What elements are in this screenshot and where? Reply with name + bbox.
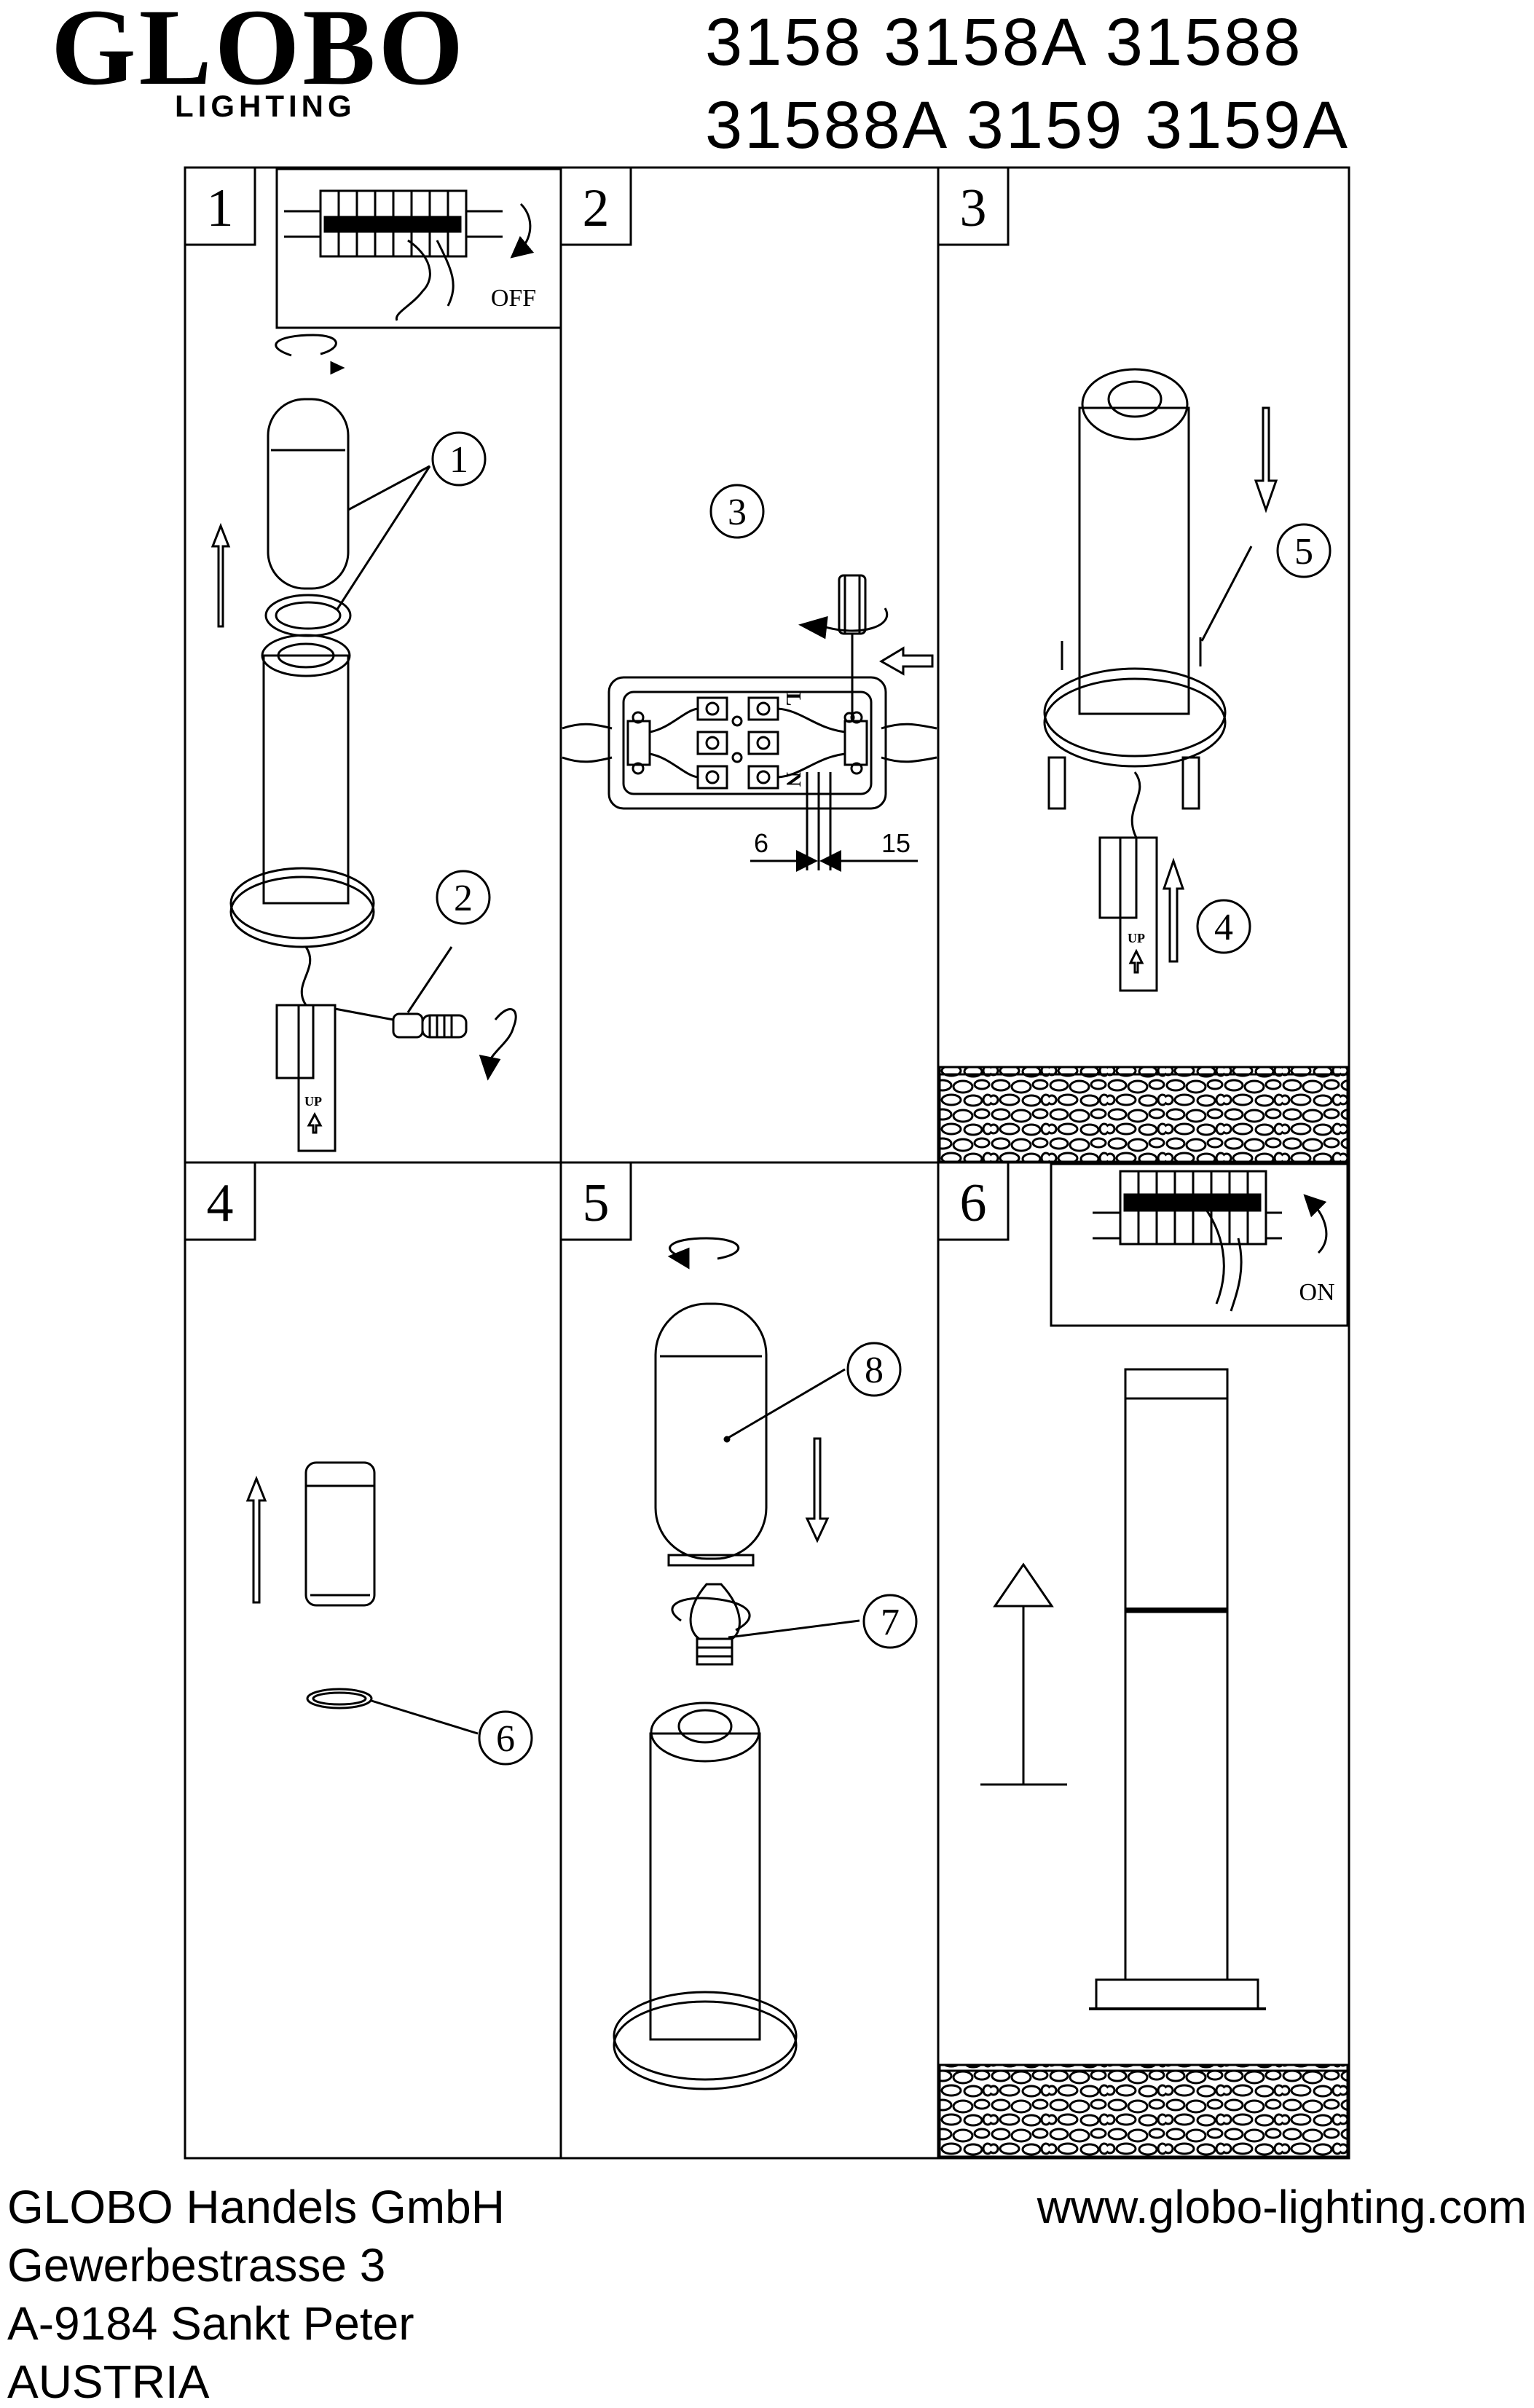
circuit-breaker-icon xyxy=(1093,1170,1282,1246)
lamp-post xyxy=(649,1732,761,2041)
panel-2 xyxy=(562,574,937,872)
post-base xyxy=(613,1991,798,2081)
footer-company: GLOBO Handels GmbH xyxy=(7,2181,505,2233)
post-base xyxy=(229,867,375,940)
panel-3: UP xyxy=(938,368,1349,1163)
terminal-label-l: L xyxy=(782,693,804,707)
footer-city: A-9184 Sankt Peter xyxy=(7,2297,414,2350)
rotate-arrow-icon xyxy=(798,615,828,640)
panel-1: OFF UP xyxy=(211,168,562,1152)
post-base xyxy=(1095,1978,1259,2010)
callout-5: 5 xyxy=(1294,531,1313,573)
callout-4-circle xyxy=(1196,899,1251,954)
terminal-block-icon xyxy=(696,696,779,790)
dimension-15: 15 xyxy=(881,828,910,858)
step-4-number: 4 xyxy=(207,1173,234,1233)
breaker-inset-on xyxy=(1050,1162,1349,1327)
cable xyxy=(300,946,312,1006)
terminal-label-n: N xyxy=(782,772,804,787)
callout-6-circle xyxy=(478,1710,533,1766)
footer-website-link[interactable]: www.globo-lighting.com xyxy=(1037,2181,1527,2233)
callout-7-circle xyxy=(862,1594,918,1649)
rotate-arrow-icon xyxy=(275,334,337,357)
step-1-number: 1 xyxy=(207,178,234,238)
lamp-shade xyxy=(1124,1397,1229,1611)
lamp-top-cap xyxy=(1124,1368,1229,1400)
callout-8-circle xyxy=(846,1342,902,1397)
callout-2: 2 xyxy=(454,878,473,919)
glass-shade xyxy=(304,1461,376,1607)
hand-icon xyxy=(1199,1201,1243,1312)
up-arrow-icon xyxy=(245,1475,267,1604)
callout-5-circle xyxy=(1276,523,1332,578)
screwdriver-icon xyxy=(334,1007,468,1039)
callout-3-circle xyxy=(709,484,765,539)
seal-ring xyxy=(306,1688,373,1709)
callout-6: 6 xyxy=(496,1718,515,1760)
brand-logo: GLOBO xyxy=(51,0,467,108)
up-tag: UP xyxy=(1128,931,1145,945)
cable-left xyxy=(562,723,613,763)
callout-4: 4 xyxy=(1214,907,1233,948)
ground-stones xyxy=(938,1066,1349,1163)
up-tag: UP xyxy=(304,1094,322,1109)
height-arrow-icon xyxy=(993,1562,1054,1608)
callout-3: 3 xyxy=(728,492,747,533)
down-arrow-icon xyxy=(1254,406,1278,514)
dimension-6: 6 xyxy=(754,828,768,858)
circuit-breaker-icon xyxy=(284,189,503,258)
callout-8: 8 xyxy=(865,1350,884,1391)
left-arrow-icon xyxy=(879,646,934,676)
wall-anchor-icon xyxy=(1047,756,1066,810)
junction-box xyxy=(1098,836,1138,919)
down-arrow-icon xyxy=(805,1437,830,1543)
switch-on-label: ON xyxy=(1299,1279,1334,1306)
step-5-number: 5 xyxy=(583,1173,610,1233)
step-3-number: 3 xyxy=(960,178,987,238)
post-top xyxy=(650,1701,760,1763)
lamp-shade xyxy=(654,1302,768,1560)
bulb-icon xyxy=(689,1583,741,1640)
hand-icon xyxy=(395,239,431,321)
footer-street: Gewerbestrasse 3 xyxy=(7,2239,386,2291)
wall-anchor-icon xyxy=(1181,756,1200,810)
ground-stones xyxy=(938,2063,1349,2158)
step-2-number: 2 xyxy=(583,178,610,238)
rotate-down-arrow-icon xyxy=(510,202,535,259)
step-number-boxes xyxy=(184,166,1010,1241)
footer-country: AUSTRIA xyxy=(7,2356,210,2408)
lamp-post xyxy=(262,654,350,905)
brand-logo-subtitle: LIGHTING xyxy=(175,89,356,123)
panel-5 xyxy=(613,1237,860,2090)
step-6-number: 6 xyxy=(960,1173,987,1233)
lamp-shade xyxy=(267,398,350,590)
model-numbers-line-2: 31588A 3159 3159A xyxy=(705,88,1350,162)
panel-6: ON xyxy=(938,1162,1349,2158)
lamp-post xyxy=(1124,1610,1229,1981)
rotate-up-arrow-icon xyxy=(1303,1194,1328,1254)
seal-ring xyxy=(264,594,352,637)
panel-4 xyxy=(245,1461,479,1735)
callout-7: 7 xyxy=(881,1602,900,1643)
cable-right xyxy=(881,723,937,763)
up-arrow-icon xyxy=(211,522,231,628)
switch-off-label: OFF xyxy=(491,285,536,312)
callout-1-circle xyxy=(431,431,487,487)
post-top xyxy=(261,634,351,677)
callout-1: 1 xyxy=(449,439,468,481)
terminal-box xyxy=(607,676,887,810)
junction-box xyxy=(275,1004,315,1079)
screwdriver-icon xyxy=(838,574,867,635)
callout-2-circle xyxy=(436,870,491,925)
rotate-arrow-icon xyxy=(487,1008,517,1064)
rotate-arrow-icon xyxy=(669,1237,740,1260)
up-arrow-icon xyxy=(1162,857,1185,963)
post-top xyxy=(1081,368,1189,441)
post-base xyxy=(1043,667,1227,758)
lamp-post xyxy=(1078,406,1190,715)
model-numbers-line-1: 3158 3158A 31588 xyxy=(705,5,1303,79)
